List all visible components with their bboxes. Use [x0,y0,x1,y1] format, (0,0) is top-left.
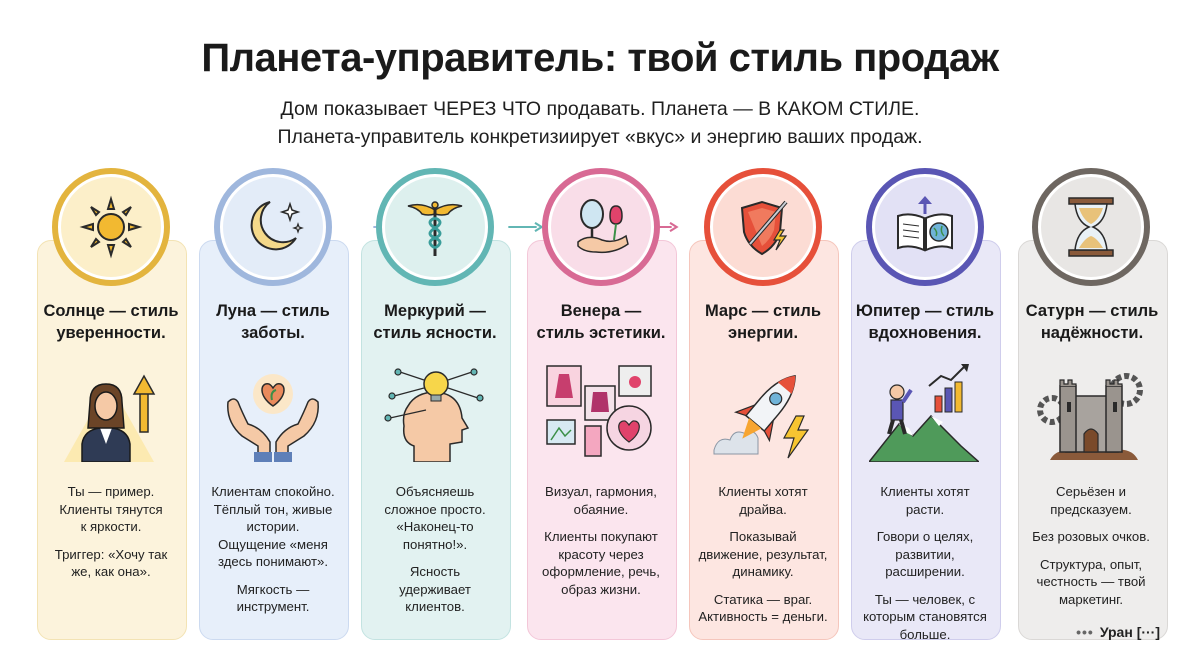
hourglass-icon [1068,197,1114,257]
planet-circle-mars [704,168,822,286]
woman-with-arrow-icon [64,374,156,462]
planet-circle-sun [52,168,170,286]
subtitle-line-1: Дом показывает ЧЕРЕЗ ЧТО продавать. План… [280,98,920,120]
subtitle-line-2: Планета-управитель конкретизиирует «вкус… [277,126,923,148]
planet-circle-venus [542,168,660,286]
moodboard-icon [546,365,652,457]
planet-heading-sun: Солнце — стиль уверенности. [43,302,179,342]
shield-sword-icon [740,200,788,256]
planet-heading-moon: Луна — стиль заботы. [216,302,330,342]
planet-heading-venus: Венера — стиль эстетики. [536,302,666,342]
more-dots-icon: ••• [1076,624,1094,640]
planet-heading-mercury: Меркурий — стиль ясности. [373,302,497,342]
page-title: Планета-управитель: твой стиль продаж [201,36,999,80]
planet-heading-jupiter: Юпитер — стиль вдохновения. [855,302,995,342]
planet-card-moon [199,240,349,640]
planet-circle-jupiter [866,168,984,286]
rocket-lightning-icon [713,374,810,459]
planet-circle-mercury [376,168,494,286]
head-lightbulb-icon [384,368,484,462]
planet-card-mars [689,240,839,640]
footer-uranus-link[interactable]: ••• Уран [···] [1076,624,1160,640]
planet-circle-saturn [1032,168,1150,286]
mirror-rose-icon [577,199,629,254]
man-on-mountain-chart-icon [869,364,979,462]
caduceus-icon [407,201,463,256]
planet-circle-moon [214,168,332,286]
planet-heading-mars: Марс — стиль энергии. [704,302,822,342]
moon-stars-icon [250,201,304,251]
footer-label: Уран [···] [1099,624,1160,640]
castle-gears-icon [1037,373,1143,460]
hands-heart-icon [227,374,319,462]
book-globe-icon [897,196,953,252]
planet-desc-venus: Визуал, гармония,обаяние. Клиенты покупа… [542,484,660,597]
planet-heading-saturn: Сатурн — стиль надёжности. [1025,302,1159,342]
sun-icon [79,195,143,259]
